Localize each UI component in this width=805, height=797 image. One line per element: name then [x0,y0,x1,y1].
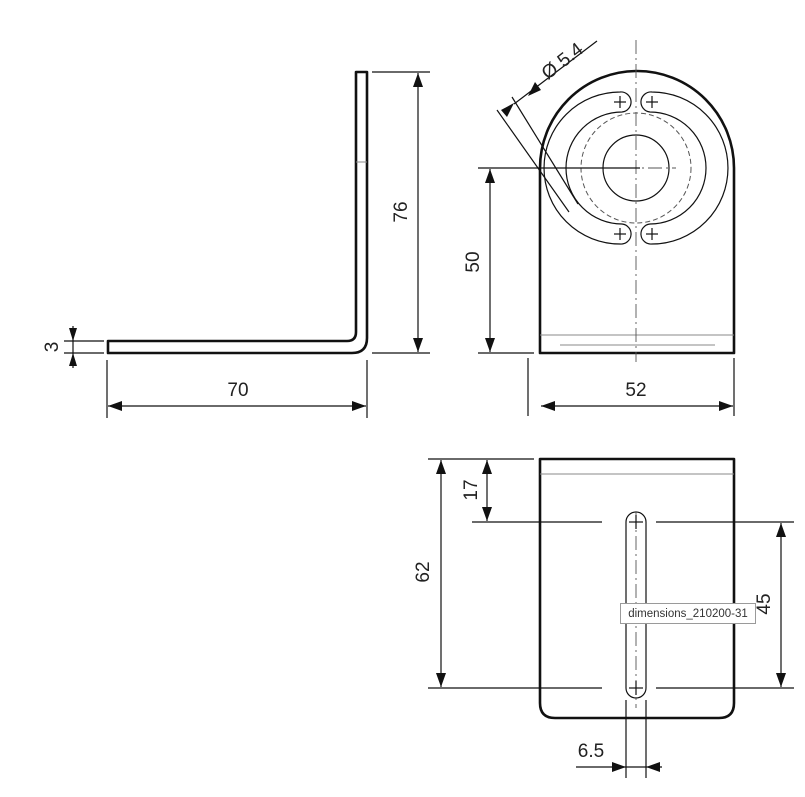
arc-slot-left [543,91,632,245]
side-view: 3 70 76 [42,70,430,418]
dimension-width: 52 [527,358,735,416]
drawing-id-tag: dimensions_210200-31 [620,603,756,624]
base-plate-outline [538,457,736,720]
dimension-label-height: 76 [391,201,412,222]
dimension-slot-offset: 17 [461,458,602,523]
dimension-label-hole-height: 50 [463,251,484,272]
dimension-label-slot-length: 45 [754,593,775,614]
dimension-label-slot-offset: 17 [461,479,482,500]
dimension-length: 70 [106,360,368,418]
dimension-label-width: 52 [625,380,646,401]
dimension-label-base-length: 62 [413,561,434,582]
front-plate-outline [538,69,736,355]
dimension-thickness: 3 [42,326,104,368]
dimension-hole-height: 50 [463,167,640,354]
front-view: 50 52 Ø 5.4 [463,39,736,416]
long-slot [625,511,647,699]
dimension-label-hole-diameter: Ø 5.4 [538,39,588,84]
arc-slot-right [640,91,729,245]
dimension-label-length: 70 [227,380,248,401]
dimension-slot-width: 6.5 [576,700,662,778]
dimension-height: 76 [372,71,430,354]
slot-center-markers [629,515,643,695]
dimension-label-thickness: 3 [42,342,63,353]
dimension-slot-length: 45 [656,521,794,689]
dimension-label-slot-width: 6.5 [578,741,604,762]
dimension-hole-diameter: Ø 5.4 [496,39,598,213]
dimension-base-length: 62 [413,458,602,689]
bottom-view: 17 62 45 6.5 [413,457,794,778]
l-bracket-profile [106,70,369,355]
slot-end-markers [614,96,658,240]
